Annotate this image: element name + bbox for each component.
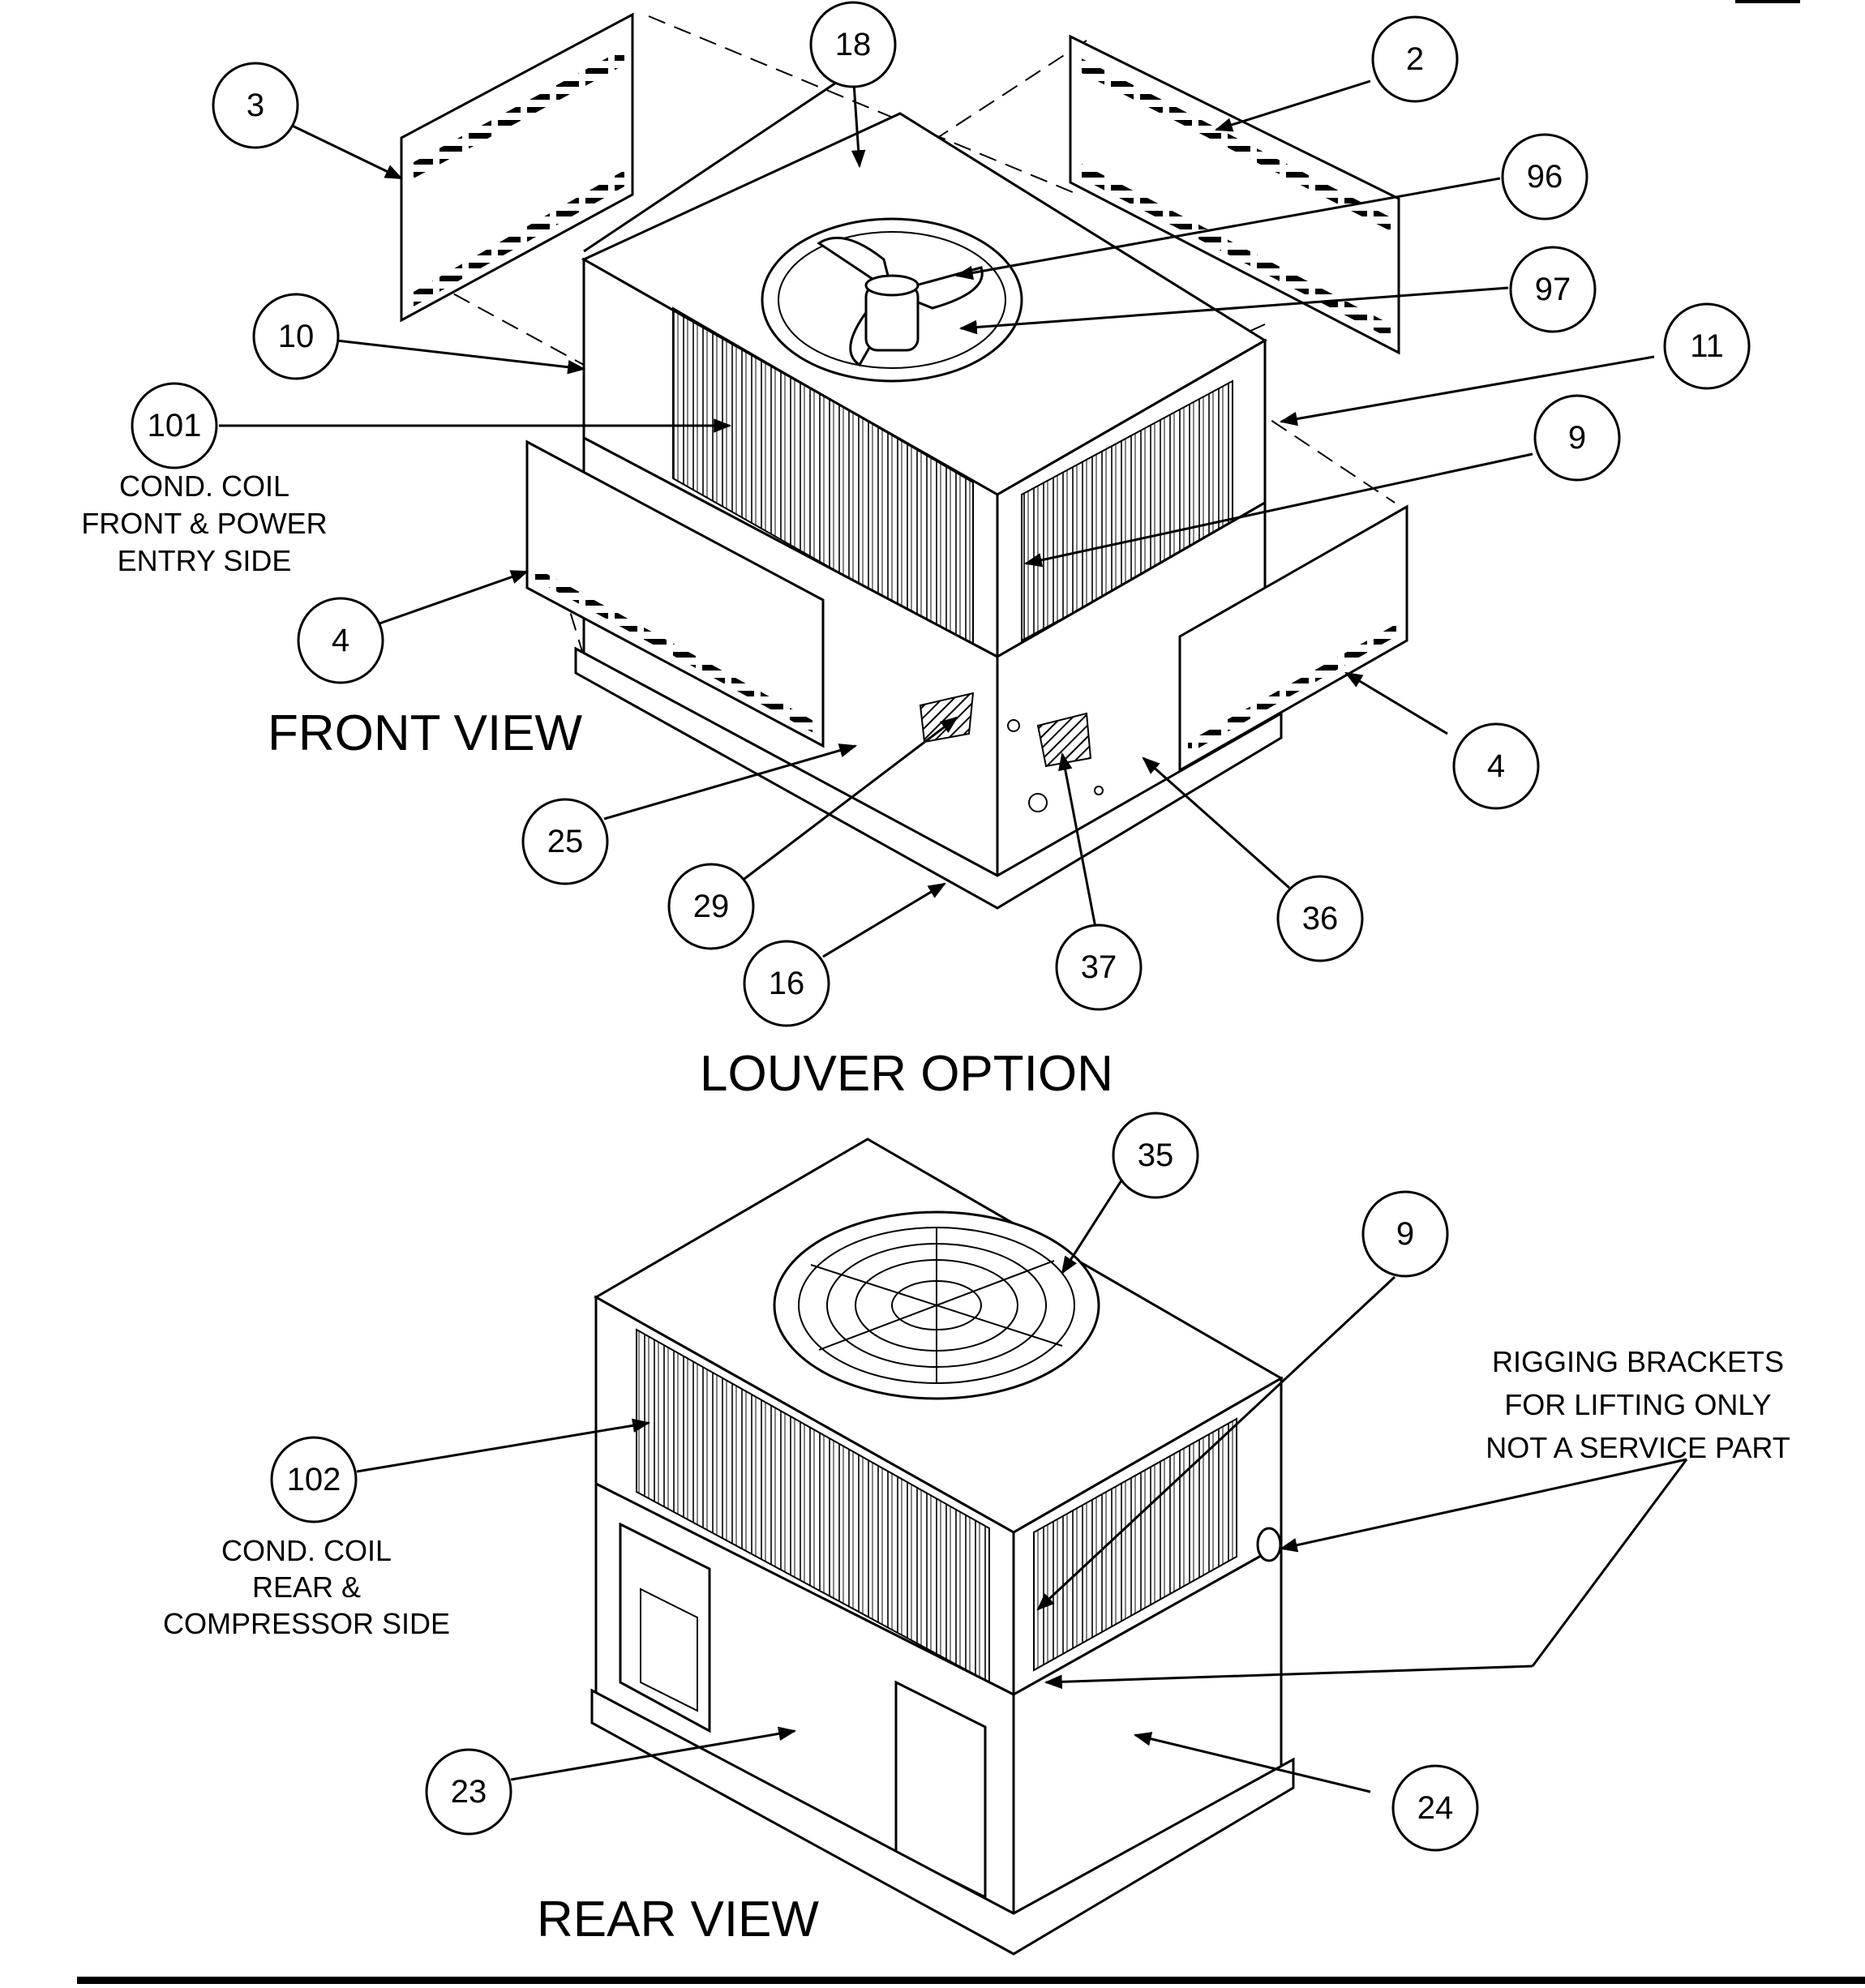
- rear-coil-note-line3: COMPRESSOR SIDE: [163, 1607, 450, 1640]
- callouts: 3 18 2 96 97 10 11 101 9 4 4 25 29 16 37…: [131, 1, 1751, 1852]
- svg-text:9: 9: [1396, 1216, 1414, 1252]
- front-view-unit: [400, 12, 1408, 910]
- rigging-note-line2: FOR LIFTING ONLY: [1504, 1388, 1771, 1421]
- svg-text:23: 23: [451, 1774, 487, 1810]
- svg-text:25: 25: [547, 824, 584, 859]
- rear-view-unit: [590, 1138, 1295, 1956]
- svg-text:9: 9: [1568, 420, 1586, 456]
- svg-text:29: 29: [693, 889, 730, 924]
- panel-2: [1069, 34, 1400, 355]
- svg-text:96: 96: [1527, 159, 1563, 195]
- svg-text:16: 16: [769, 966, 805, 1001]
- svg-text:36: 36: [1302, 901, 1339, 936]
- callout-29: 29: [667, 863, 755, 950]
- callout-18: 18: [809, 1, 897, 88]
- callout-37: 37: [1055, 923, 1143, 1011]
- svg-text:37: 37: [1081, 949, 1117, 985]
- callout-101: 101: [131, 382, 218, 469]
- callout-4-right: 4: [1452, 722, 1540, 810]
- callout-96: 96: [1501, 133, 1588, 221]
- callout-102: 102: [270, 1436, 358, 1523]
- rear-base-pan: [590, 1688, 1295, 1956]
- duct-opening: [619, 1522, 711, 1733]
- svg-text:97: 97: [1535, 272, 1571, 307]
- svg-text:2: 2: [1406, 41, 1424, 77]
- callout-24: 24: [1391, 1764, 1479, 1852]
- callout-23: 23: [425, 1748, 512, 1836]
- svg-text:24: 24: [1417, 1790, 1454, 1826]
- svg-text:3: 3: [247, 88, 264, 123]
- top-rule-fragment: [1735, 0, 1800, 3]
- callout-9-rear: 9: [1361, 1190, 1449, 1278]
- callout-16: 16: [743, 940, 830, 1027]
- panel-4-left: [525, 439, 825, 748]
- callout-9-front: 9: [1533, 394, 1621, 482]
- rigging-note-line3: NOT A SERVICE PART: [1486, 1431, 1790, 1464]
- bottom-rule: [77, 1977, 1865, 1984]
- leader-lines: [219, 70, 1688, 1793]
- louver-right: [1036, 712, 1092, 768]
- rigging-note-line1: RIGGING BRACKETS: [1492, 1345, 1784, 1378]
- rear-coil-note-line1: COND. COIL: [221, 1534, 392, 1567]
- rear-view-title: REAR VIEW: [537, 1892, 819, 1947]
- callout-25: 25: [521, 798, 609, 885]
- svg-text:10: 10: [278, 319, 315, 354]
- svg-text:4: 4: [332, 623, 349, 658]
- front-view-title: FRONT VIEW: [268, 705, 583, 761]
- rear-coil-note-line2: REAR &: [252, 1570, 361, 1604]
- callout-4-left: 4: [297, 597, 384, 684]
- callout-11: 11: [1663, 302, 1751, 390]
- callout-97: 97: [1509, 246, 1597, 333]
- callout-10: 10: [252, 293, 340, 380]
- svg-text:18: 18: [835, 27, 872, 62]
- front-coil-note-line3: ENTRY SIDE: [118, 544, 292, 577]
- callout-35: 35: [1112, 1112, 1199, 1199]
- svg-text:35: 35: [1138, 1138, 1174, 1173]
- louver-option-title: LOUVER OPTION: [700, 1046, 1113, 1102]
- panel-4-right: [1178, 504, 1408, 773]
- front-coil-note-line2: FRONT & POWER: [81, 507, 327, 540]
- front-coil-note-line1: COND. COIL: [119, 469, 289, 503]
- callout-36: 36: [1276, 875, 1364, 962]
- callout-2: 2: [1371, 15, 1459, 103]
- svg-text:11: 11: [1690, 328, 1724, 364]
- callout-3: 3: [212, 62, 299, 149]
- rigging-bracket: [1256, 1527, 1282, 1562]
- svg-text:101: 101: [148, 408, 202, 443]
- svg-text:4: 4: [1487, 748, 1505, 784]
- base-pan: [574, 646, 1283, 910]
- svg-text:102: 102: [287, 1462, 341, 1497]
